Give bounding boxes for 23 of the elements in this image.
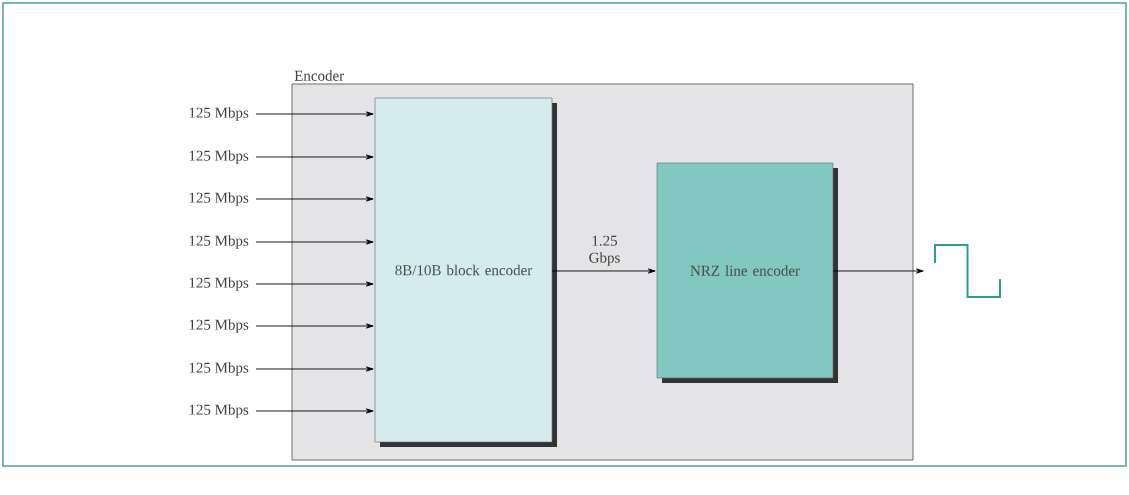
process-box: 8B/10B block encoder (374, 97, 557, 447)
arrow (255, 281, 374, 287)
arrow (832, 268, 924, 274)
rate-label: 125 Mbps (189, 192, 249, 206)
edge-label: 1.25 Gbps (589, 235, 620, 266)
process-box: NRZ line encoder (656, 162, 838, 383)
node-label: Encoder (294, 70, 345, 81)
arrow (255, 196, 374, 202)
arrow (255, 408, 374, 414)
arrow (255, 366, 374, 372)
arrow (551, 268, 656, 274)
arrow (255, 154, 374, 160)
arrow (255, 111, 374, 117)
rate-label: 125 Mbps (189, 319, 249, 333)
rate-label: 125 Mbps (189, 277, 249, 291)
rate-label: 125 Mbps (189, 362, 249, 376)
rate-label: 125 Mbps (189, 150, 249, 164)
square-wave-drawing (934, 244, 1001, 298)
arrow (255, 323, 374, 329)
rate-label: 125 Mbps (189, 404, 249, 418)
arrow (255, 239, 374, 245)
rate-label: 125 Mbps (189, 235, 249, 249)
rate-label: 125 Mbps (189, 107, 249, 121)
